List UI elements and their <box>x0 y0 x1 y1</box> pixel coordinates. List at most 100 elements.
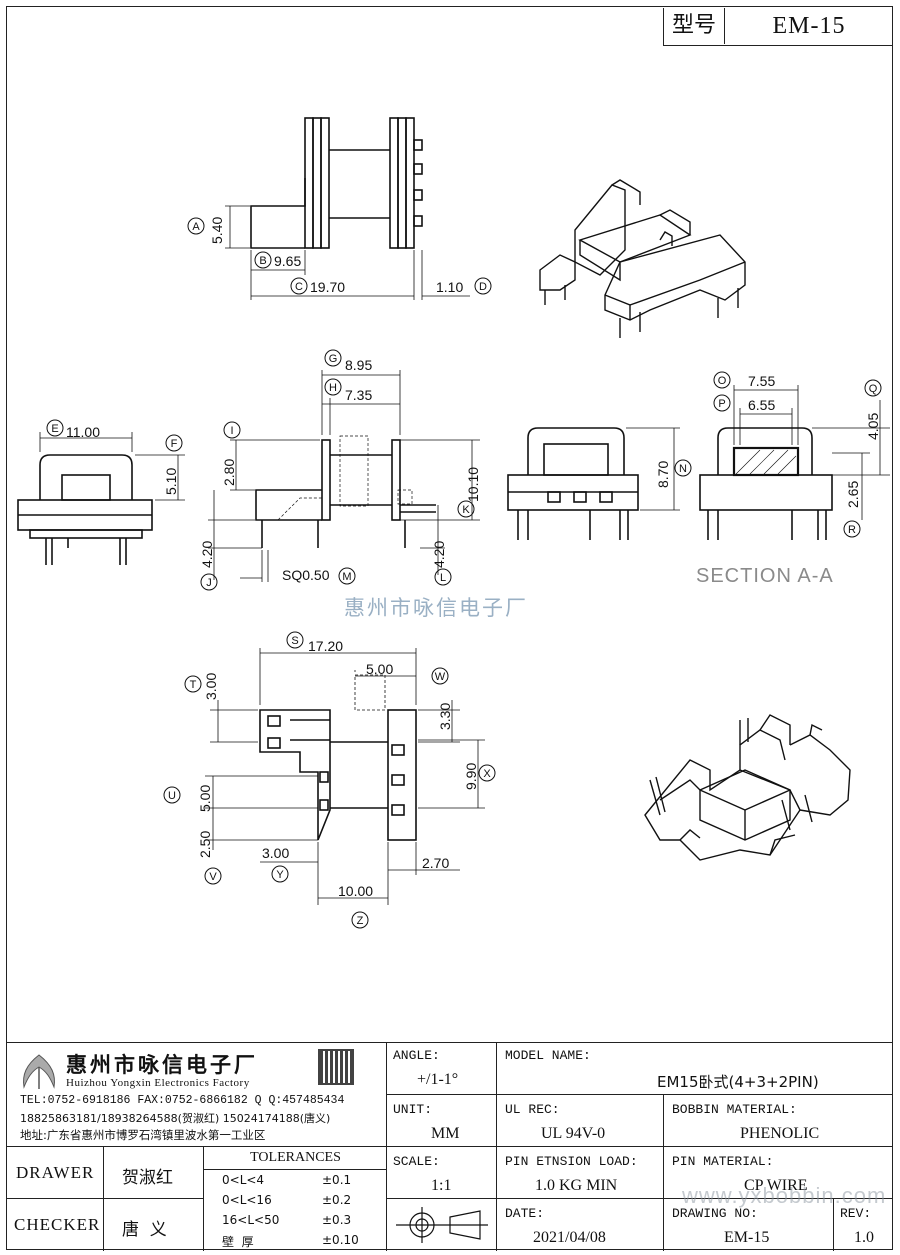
scale-cell: SCALE: 1:1 <box>387 1147 497 1199</box>
callout-f: F <box>165 434 183 452</box>
dim-5-40: 5.40 <box>209 217 225 244</box>
dim-17-20: 17.20 <box>308 638 343 654</box>
watermark-url: www.yxbobbin.com <box>682 1183 887 1208</box>
dim-8-70: 8.70 <box>655 461 671 488</box>
watermark-chinese: 惠州市咏信电子厂 <box>344 596 528 620</box>
callout-l: L <box>434 568 452 586</box>
dim-5-00-top: 5.00 <box>366 661 393 677</box>
svg-text:A: A <box>192 221 200 233</box>
pin-material-cell: PIN MATERIAL: CP WIRE <box>664 1147 893 1199</box>
callout-z: Z <box>351 911 369 929</box>
projection-symbol-cell <box>387 1199 497 1251</box>
model-header: 型号 EM-15 <box>663 8 893 46</box>
callout-o: O <box>713 371 731 389</box>
qr-code-icon <box>318 1049 354 1085</box>
tolerances-cell: TOLERANCES 0<L<4 ±0.1 0<L<16 ±0.2 16<L<5… <box>204 1147 387 1251</box>
dim-3-00-left: 3.00 <box>203 673 219 700</box>
callout-n: N <box>674 459 692 477</box>
svg-text:O: O <box>718 375 727 387</box>
svg-text:R: R <box>848 524 856 536</box>
svg-text:N: N <box>679 463 687 475</box>
callout-a: A <box>187 217 205 235</box>
tol-row-2-value: ±0.2 <box>322 1193 352 1207</box>
callout-t: T <box>184 675 202 693</box>
callout-x: X <box>478 764 496 782</box>
svg-text:B: B <box>259 255 266 267</box>
svg-text:T: T <box>190 679 197 691</box>
checker-label-cell: CHECKER <box>6 1199 104 1251</box>
company-address: 地址:广东省惠州市博罗石湾镇里波水第一工业区 <box>20 1128 266 1142</box>
svg-text:X: X <box>483 768 491 780</box>
bottom-view <box>259 674 417 841</box>
dim-3-30: 3.30 <box>437 703 453 730</box>
callout-i: I <box>223 421 241 439</box>
isometric-view-top <box>539 179 746 338</box>
dim-2-65: 2.65 <box>845 481 861 508</box>
svg-text:S: S <box>291 635 298 647</box>
callout-m: M <box>338 567 356 585</box>
callout-w: W <box>431 667 449 685</box>
callout-b: B <box>254 251 272 269</box>
date-cell: DATE: 2021/04/08 <box>497 1199 664 1251</box>
ul-rec-cell: UL REC: UL 94V-0 <box>497 1095 664 1147</box>
unit-cell: UNIT: MM <box>387 1095 497 1147</box>
callout-j: J <box>200 573 218 591</box>
dim-9-90: 9.90 <box>463 763 479 790</box>
pin-load-cell: PIN ETNSION LOAD: 1.0 KG MIN <box>497 1147 664 1199</box>
isometric-view-bottom <box>644 714 851 861</box>
drawing-no-cell: DRAWING NO: EM-15 <box>664 1199 834 1251</box>
svg-text:E: E <box>51 423 58 435</box>
dim-7-55: 7.55 <box>748 373 775 389</box>
rev-cell: REV: 1.0 <box>840 1206 874 1246</box>
svg-text:Y: Y <box>276 869 284 881</box>
bobbin-material-cell: BOBBIN MATERIAL: PHENOLIC <box>664 1095 893 1147</box>
svg-text:V: V <box>209 871 217 883</box>
title-block: 惠州市咏信电子厂 Huizhou Yongxin Electronics Fac… <box>6 1042 893 1251</box>
drawing-frame <box>6 6 893 1250</box>
model-name-cell: MODEL NAME: EM15卧式(4+3+2PIN) <box>497 1043 893 1095</box>
dim-10-00: 10.00 <box>338 883 373 899</box>
tol-row-4-range: 壁 厚 <box>222 1235 254 1249</box>
dim-7-35: 7.35 <box>345 387 372 403</box>
dim-10-10: 10.10 <box>465 467 481 502</box>
callout-c: C <box>290 277 308 295</box>
svg-text:C: C <box>295 281 303 293</box>
tol-row-3-range: 16<L<50 <box>222 1213 280 1227</box>
tol-row-4-value: ±0.10 <box>322 1233 359 1247</box>
company-contact-2: 18825863181/18938264588(贺淑红) 15024174188… <box>20 1112 331 1125</box>
dim-11-00: 11.00 <box>66 424 100 440</box>
side-section-view <box>255 439 436 548</box>
svg-text:L: L <box>440 572 446 584</box>
callout-s: S <box>286 631 304 649</box>
company-name-cn: 惠州市咏信电子厂 <box>66 1053 258 1077</box>
checker-value-cell: 唐 义 <box>104 1199 204 1251</box>
svg-text:U: U <box>168 790 176 802</box>
callout-r: R <box>843 520 861 538</box>
tol-row-1-range: 0<L<4 <box>222 1173 265 1187</box>
svg-text:F: F <box>171 438 178 450</box>
section-label: SECTION A-A <box>696 565 834 587</box>
company-name-en: Huizhou Yongxin Electronics Factory <box>66 1077 250 1089</box>
svg-text:P: P <box>718 398 725 410</box>
angle-cell: ANGLE: +/1-1° <box>387 1043 497 1095</box>
model-code: EM-15 <box>772 13 846 39</box>
callout-k: K <box>457 500 475 518</box>
callout-d: D <box>474 277 492 295</box>
drawer-value-cell: 贺淑红 <box>104 1147 204 1199</box>
callout-e: E <box>46 419 64 437</box>
dim-5-10: 5.10 <box>163 468 179 495</box>
svg-text:M: M <box>342 571 351 583</box>
dim-9-65: 9.65 <box>274 253 301 269</box>
type-label: 型号 <box>664 8 725 44</box>
callout-h: H <box>324 378 342 396</box>
dim-2-50: 2.50 <box>197 831 213 858</box>
svg-text:K: K <box>462 504 470 516</box>
dim-sq-0-50: SQ0.50 <box>282 567 330 583</box>
callout-q: Q <box>864 379 882 397</box>
dim-6-55: 6.55 <box>748 397 775 413</box>
callout-v: V <box>204 867 222 885</box>
dim-4-05: 4.05 <box>865 413 881 440</box>
svg-text:W: W <box>435 671 446 683</box>
svg-text:D: D <box>479 281 487 293</box>
dim-4-20-left: 4.20 <box>199 541 215 568</box>
